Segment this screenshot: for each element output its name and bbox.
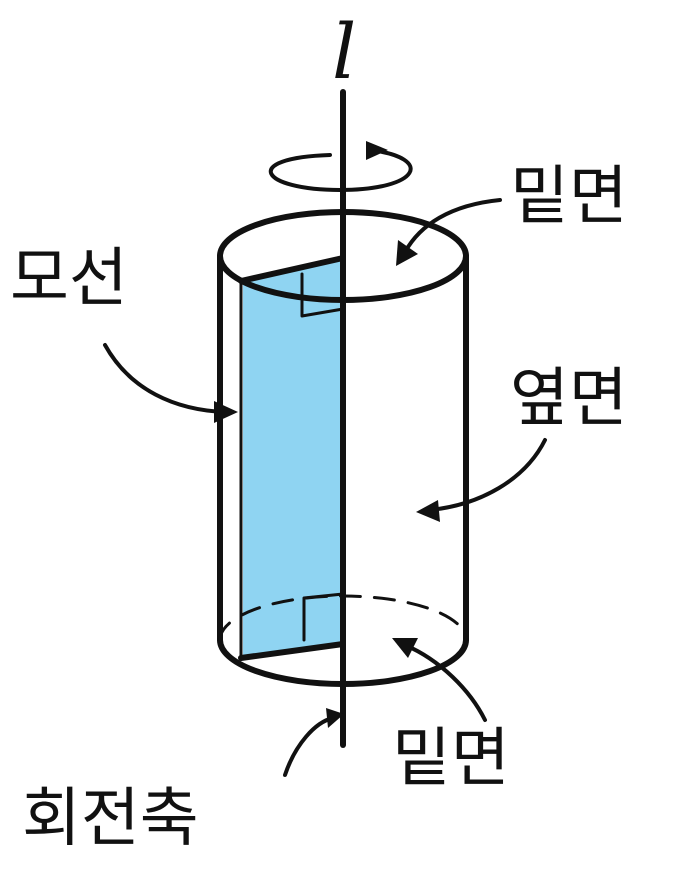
- rotation-axis-label: 회전축: [22, 782, 199, 856]
- bottom-base-arrow-head: [392, 638, 418, 658]
- lateral-arrow-line: [428, 438, 547, 512]
- axis-letter-label: l: [332, 7, 356, 96]
- bottom-base-label: 밑면: [392, 722, 510, 796]
- generatrix-arrow-line: [103, 343, 227, 414]
- rectangle-top-edge: [238, 255, 346, 284]
- top-base-label: 밑면: [510, 160, 628, 234]
- top-base-arrow-line: [403, 198, 502, 254]
- lateral-arrow-head: [416, 500, 440, 522]
- generatrix-arrow-head: [214, 401, 238, 423]
- generatrix-label: 모선: [10, 242, 128, 316]
- bottom-base-arrow-line: [403, 643, 487, 722]
- top-base-arrow-head: [396, 240, 418, 266]
- rotation-arc: [268, 148, 413, 193]
- rotation-axis-arrow-line: [283, 716, 335, 777]
- lateral-surface-label: 옆면: [510, 362, 628, 436]
- rotating-rectangle: [243, 258, 343, 657]
- right-angle-mark-bottom: [302, 592, 345, 642]
- rotation-arrow-head: [366, 141, 388, 160]
- right-angle-mark-top: [300, 272, 345, 318]
- rectangle-bottom-edge: [238, 641, 346, 661]
- rotation-axis-arrow-head: [326, 708, 344, 728]
